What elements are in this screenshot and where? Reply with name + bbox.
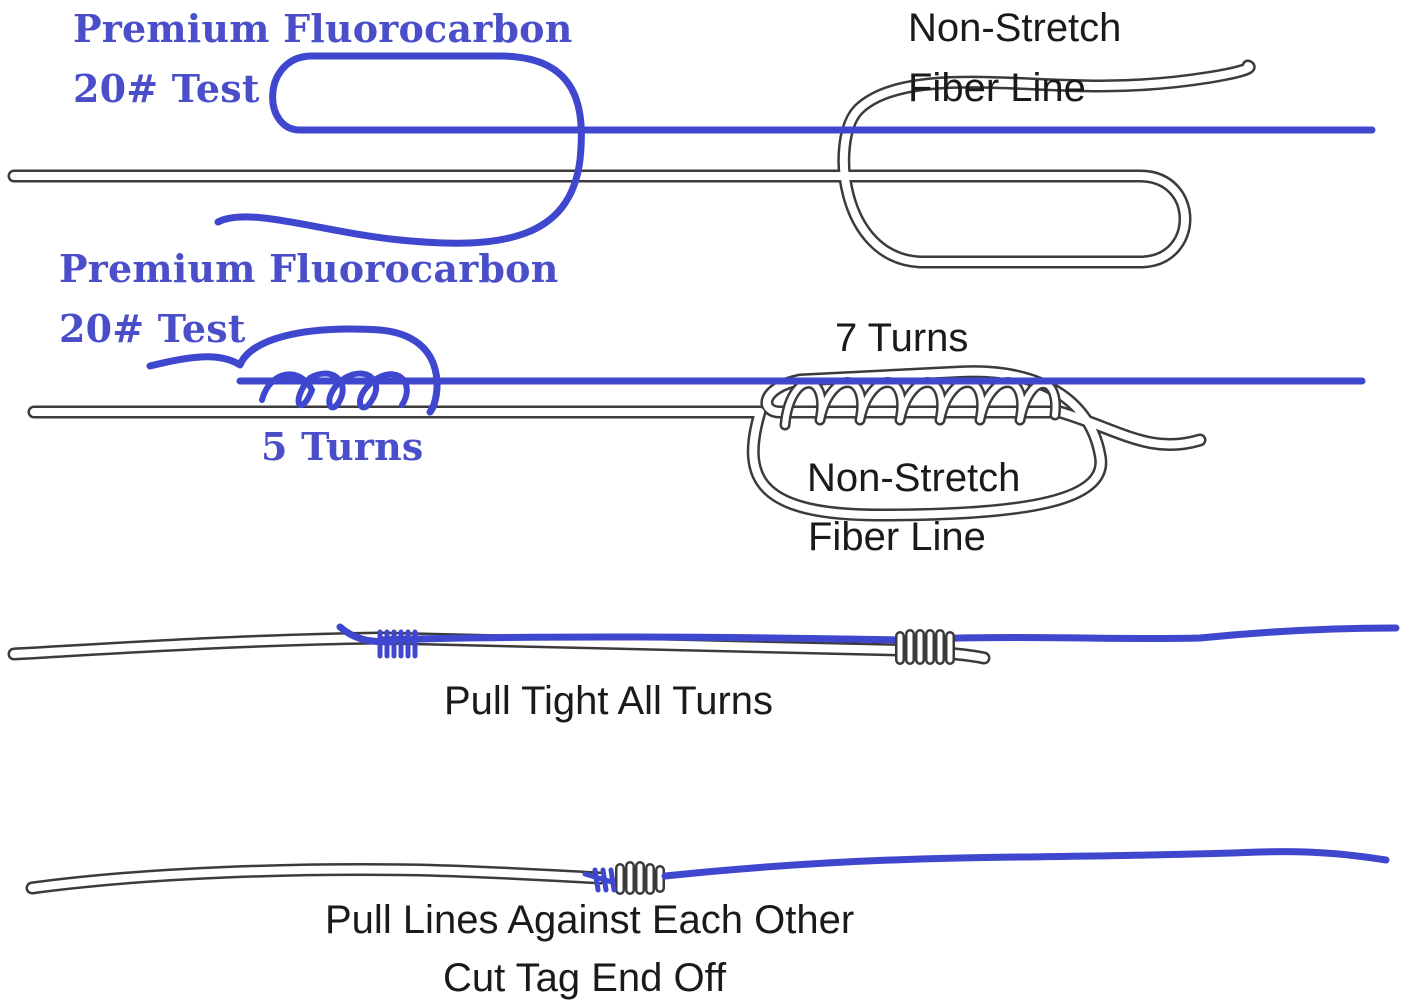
step4-fiber-wraps bbox=[615, 861, 665, 895]
step3-fluorocarbon-wraps bbox=[377, 629, 418, 659]
step2-fluorocarbon-tag bbox=[146, 325, 441, 416]
step2-fiber-line-label: Fiber Line bbox=[808, 515, 986, 559]
step3-fiber-wraps bbox=[895, 629, 955, 665]
step1-fluorocarbon-label: Premium Fluorocarbon bbox=[73, 6, 573, 51]
step3-caption: Pull Tight All Turns bbox=[444, 679, 774, 723]
step4-fiber-line bbox=[25, 863, 607, 895]
step4-drawing bbox=[25, 848, 1390, 895]
step4-fluorocarbon-wraps bbox=[582, 867, 617, 893]
step2-fiber-coils bbox=[779, 377, 1062, 431]
step4-caption-pull: Pull Lines Against Each Other bbox=[325, 898, 855, 942]
step2-fluorocarbon-coils bbox=[259, 370, 410, 411]
step1-fiber-line-label: Fiber Line bbox=[908, 66, 1086, 110]
step2-fiber-line bbox=[27, 365, 1207, 522]
step1-fiber-line bbox=[7, 59, 1256, 269]
step2-fiber-label: Non-Stretch bbox=[807, 456, 1021, 500]
step1-fiber-label: Non-Stretch bbox=[908, 6, 1122, 50]
step2-fiber-turns-label: 7 Turns bbox=[835, 316, 969, 360]
step1-drawing bbox=[7, 52, 1376, 269]
step2-drawing bbox=[27, 325, 1366, 522]
step1-fluorocarbon-line bbox=[214, 52, 1376, 247]
step3-fluorocarbon-line bbox=[376, 624, 1400, 644]
step4-fluorocarbon-line bbox=[661, 848, 1390, 880]
step1-fluorocarbon-test-label: 20# Test bbox=[73, 66, 260, 111]
step2-fluorocarbon-label: Premium Fluorocarbon bbox=[59, 246, 559, 291]
step4-caption-cut: Cut Tag End Off bbox=[443, 956, 727, 1000]
step3-drawing bbox=[7, 623, 1400, 665]
step2-fluorocarbon-test-label: 20# Test bbox=[59, 306, 246, 351]
step2-fluorocarbon-turns-label: 5 Turns bbox=[261, 424, 424, 469]
